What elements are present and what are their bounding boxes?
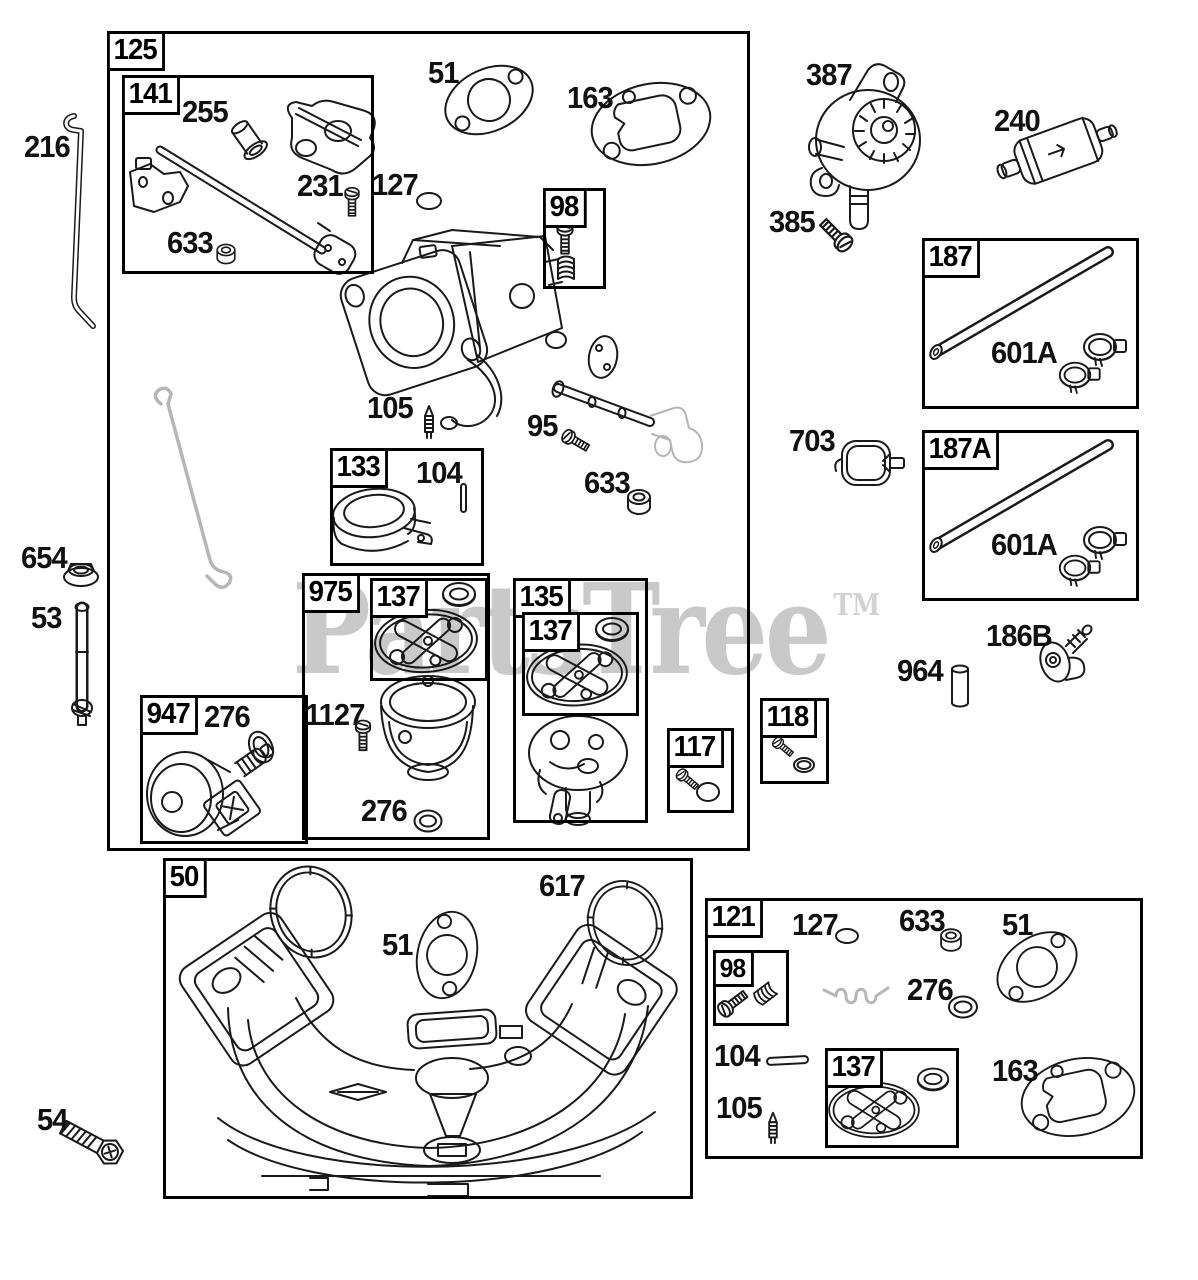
group-box-975 [302,573,490,840]
part-label-633b: 633 [584,465,631,500]
part-label-127a: 127 [372,167,419,202]
group-box-947 [140,695,308,844]
part-label-276b: 276 [361,793,408,828]
group-box-118-label: 118 [760,698,817,738]
group-box-137a-label: 137 [370,578,429,618]
part-label-276c: 276 [907,972,954,1007]
part-label-617: 617 [539,868,586,903]
choke-shaft-drawing [551,380,655,427]
float-bowl-975-drawing [380,675,476,781]
part-label-95: 95 [527,408,558,443]
part-label-385: 385 [769,204,816,239]
oring-276b-drawing [413,809,443,833]
group-box-975-label: 975 [302,573,361,613]
group-box-125 [107,31,750,851]
tube-964-drawing [951,664,969,708]
group-box-117-label: 117 [667,728,724,768]
part-label-51c: 51 [1002,907,1033,942]
part-label-105b: 105 [716,1090,763,1125]
group-box-133 [330,448,484,566]
group-box-947-label: 947 [140,695,199,735]
group-box-98b-label: 98 [713,950,754,987]
part-label-633a: 633 [167,225,214,260]
group-box-137c [825,1048,959,1148]
part-label-633c: 633 [899,903,946,938]
group-box-137b [522,612,639,716]
part-label-104a: 104 [416,455,463,490]
seal-276c-drawing [948,995,978,1019]
part-label-54: 54 [37,1102,68,1137]
carburetor-body-drawing [339,229,567,430]
oring-118-drawing [793,757,815,773]
group-box-133-label: 133 [330,448,389,488]
part-label-703: 703 [789,423,836,458]
group-box-121-label: 121 [705,898,764,938]
part-label-964: 964 [897,653,944,688]
pin-104b-drawing [766,1055,810,1066]
part-label-387: 387 [806,57,853,92]
part-label-163a: 163 [567,80,614,115]
part-label-105a: 105 [367,390,414,425]
group-box-137a [370,578,488,681]
choke-plate-drawing [587,335,619,379]
clamp-703-drawing [834,440,905,486]
solenoid-947-drawing [146,743,275,837]
pin-104a-drawing [460,483,467,513]
fuel-pump-387-drawing [808,63,921,230]
throttle-plate-drawing [286,99,376,175]
group-box-50-label: 50 [163,858,207,898]
fuel-filter-240-drawing [996,116,1118,185]
group-box-141-label: 141 [122,75,181,115]
choke-lever-drawing [649,406,704,464]
governor-link-drawing [153,386,233,589]
spring-121-drawing [822,986,890,1005]
watermark-tm: TM [833,588,880,623]
group-box-50 [163,858,693,1199]
fitting-186b-drawing [1039,624,1093,683]
carb-cover-135-drawing [528,715,628,826]
part-label-654: 654 [21,540,68,575]
group-box-187-label: 187 [922,238,981,278]
part-label-240: 240 [994,103,1041,138]
oring-127b-drawing [835,928,859,944]
group-box-137b-label: 137 [522,612,581,652]
group-box-135 [513,578,648,823]
part-label-53: 53 [31,600,62,635]
part-label-231: 231 [297,168,344,203]
part-label-601a1: 601A [991,335,1058,370]
part-label-255: 255 [182,94,229,129]
choke-shaft-141-drawing [155,145,357,275]
part-label-216: 216 [24,129,71,164]
float-133-drawing [332,487,433,552]
part-label-51b: 51 [382,927,413,962]
group-box-98a-label: 98 [543,188,587,228]
stud-53-drawing [71,601,93,726]
rod-216-drawing [63,113,96,329]
group-box-187a [922,430,1139,601]
part-label-163b: 163 [992,1053,1039,1088]
group-box-121 [705,898,1143,1159]
part-label-276a: 276 [204,699,251,734]
group-box-137c-label: 137 [825,1048,884,1088]
manifold-50-drawing [178,912,678,1197]
part-label-186b: 186B [986,618,1053,653]
group-box-141 [122,75,374,274]
oring-127a-drawing [416,192,442,210]
group-box-187a-label: 187A [922,430,1000,470]
group-box-187 [922,238,1139,409]
bushing-255-drawing [230,120,268,161]
part-label-51a: 51 [428,55,459,90]
part-label-601a2: 601A [991,527,1058,562]
bolt-54-drawing [58,1119,124,1165]
part-label-104b: 104 [714,1038,761,1073]
part-label-127b: 127 [792,907,839,942]
group-box-125-label: 125 [107,31,166,71]
part-label-1127: 1127 [305,697,365,732]
nut-654-drawing [63,563,99,587]
bracket-141-drawing [129,157,189,213]
